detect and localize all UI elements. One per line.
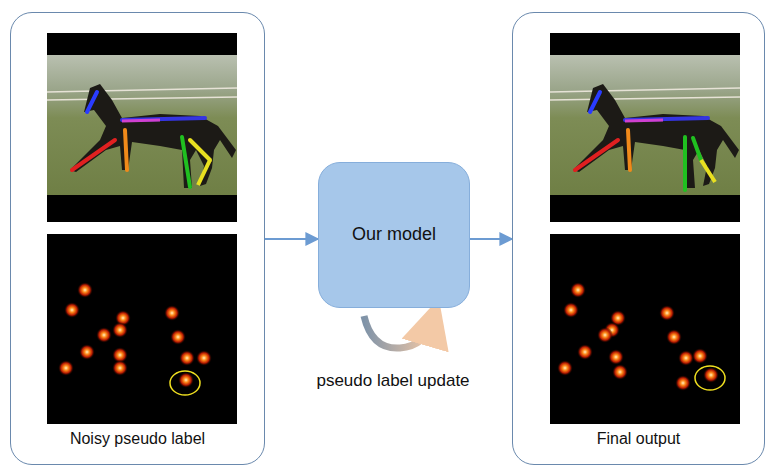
flow-arrow bbox=[265, 238, 318, 240]
heatmap bbox=[550, 234, 740, 424]
flow-arrow bbox=[470, 238, 512, 240]
image-panel: Final output bbox=[512, 12, 765, 465]
panel-caption: Noisy pseudo label bbox=[11, 429, 264, 450]
model-name: Our model bbox=[352, 223, 436, 246]
panel-caption: Final output bbox=[513, 429, 764, 450]
loop-label: pseudo label update bbox=[316, 371, 469, 391]
model-box: Our model bbox=[318, 162, 470, 308]
heatmap bbox=[47, 234, 237, 424]
horse-photo bbox=[550, 33, 740, 222]
horse-photo bbox=[47, 33, 237, 222]
image-panel: Noisy pseudo label bbox=[10, 12, 265, 465]
update-loop-arrow bbox=[364, 316, 432, 348]
